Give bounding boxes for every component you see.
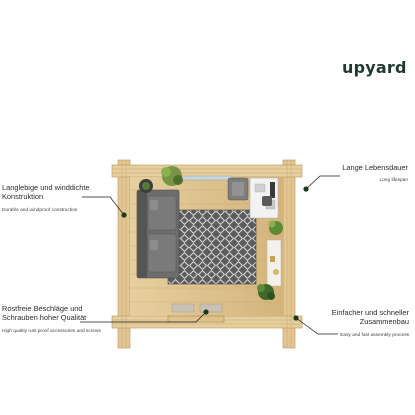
doormat-right (199, 303, 223, 313)
top-wall-beam (111, 164, 303, 178)
callout-construction: Langlebige und winddichte Konstruktion D… (2, 183, 102, 214)
callout-lifespan: Lange Lebensdauer Long lifespan (300, 163, 408, 185)
callout-lifespan-title: Lange Lebensdauer (342, 163, 408, 172)
callout-dots (121, 186, 309, 321)
callout-lifespan-subtitle: Long lifespan (379, 178, 408, 184)
potted-plant-top (161, 166, 183, 186)
callout-hardware-title: Rostfreie Beschläge und Schrauben hoher … (2, 304, 87, 323)
wall-log-lines (112, 160, 302, 348)
sofa (136, 189, 180, 279)
desk-chair (262, 196, 272, 206)
callout-assembly: Einfacher und schneller Zusammenbau Easy… (305, 308, 409, 339)
callout-construction-title: Langlebige und winddichte Konstruktion (2, 183, 90, 202)
side-table-plant (139, 179, 153, 193)
rug (167, 209, 257, 285)
callout-assembly-subtitle: Easy and fast assembly process (340, 332, 409, 338)
brand-logo: upyard (342, 58, 407, 77)
door (167, 315, 225, 323)
callout-hardware-subtitle: High quality rust proof accessories and … (2, 328, 101, 334)
potted-plant-right (268, 220, 283, 235)
shelf (266, 239, 282, 287)
potted-plant-bottom (257, 284, 275, 300)
leader-lines (80, 175, 340, 335)
callout-construction-subtitle: Durable and windproof construction (2, 207, 78, 213)
doormat-left (171, 303, 195, 313)
armchair (227, 177, 249, 201)
callout-hardware: Rostfreie Beschläge und Schrauben hoher … (2, 304, 102, 335)
callout-assembly-title: Einfacher und schneller Zusammenbau (331, 308, 409, 327)
top-window (181, 175, 233, 181)
